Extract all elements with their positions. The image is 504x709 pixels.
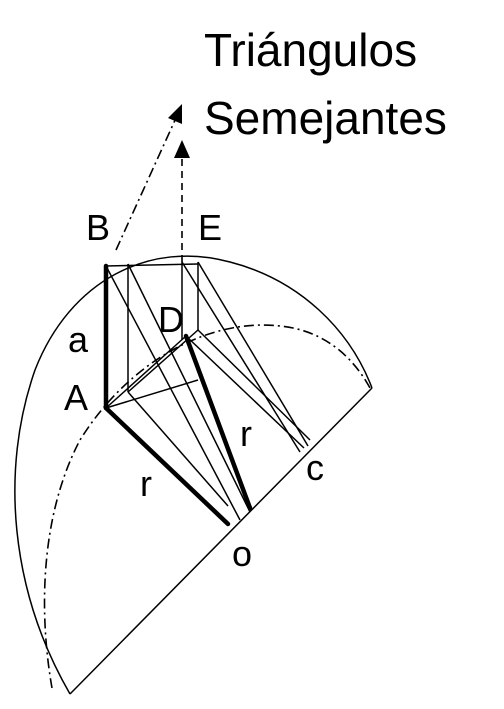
arrow-b-dashdot [115, 117, 177, 251]
arrow-d-head [174, 140, 190, 158]
label-d: D [158, 299, 184, 340]
label-c: c [306, 447, 324, 488]
face-line-2 [105, 379, 199, 409]
label-r-right: r [240, 413, 252, 454]
edge-lower-link [127, 329, 199, 393]
label-r-left: r [140, 463, 152, 504]
edge-a-d [105, 335, 187, 409]
face-line-1 [127, 391, 229, 507]
base-radial-line [69, 387, 373, 695]
diag-b-o [105, 265, 241, 521]
diag-d-c-2 [185, 335, 305, 449]
diag-e-c [197, 261, 309, 447]
edge-d-o [183, 333, 253, 511]
arrow-b-head [168, 104, 182, 124]
inner-dashdot-arc [43, 324, 371, 689]
label-a-upper: A [64, 377, 88, 418]
sphere-outline-arc [14, 255, 373, 695]
title-line-2: Semejantes [204, 92, 447, 144]
label-b: B [86, 207, 110, 248]
title-line-1: Triángulos [204, 24, 417, 76]
diag-vert2-o [127, 263, 251, 513]
diag-e-c-2 [197, 329, 311, 441]
label-e: E [198, 207, 222, 248]
label-o: o [232, 533, 252, 574]
label-a-lower: a [68, 319, 89, 360]
edge-a-o [103, 405, 231, 527]
diag-d-c [181, 261, 301, 453]
